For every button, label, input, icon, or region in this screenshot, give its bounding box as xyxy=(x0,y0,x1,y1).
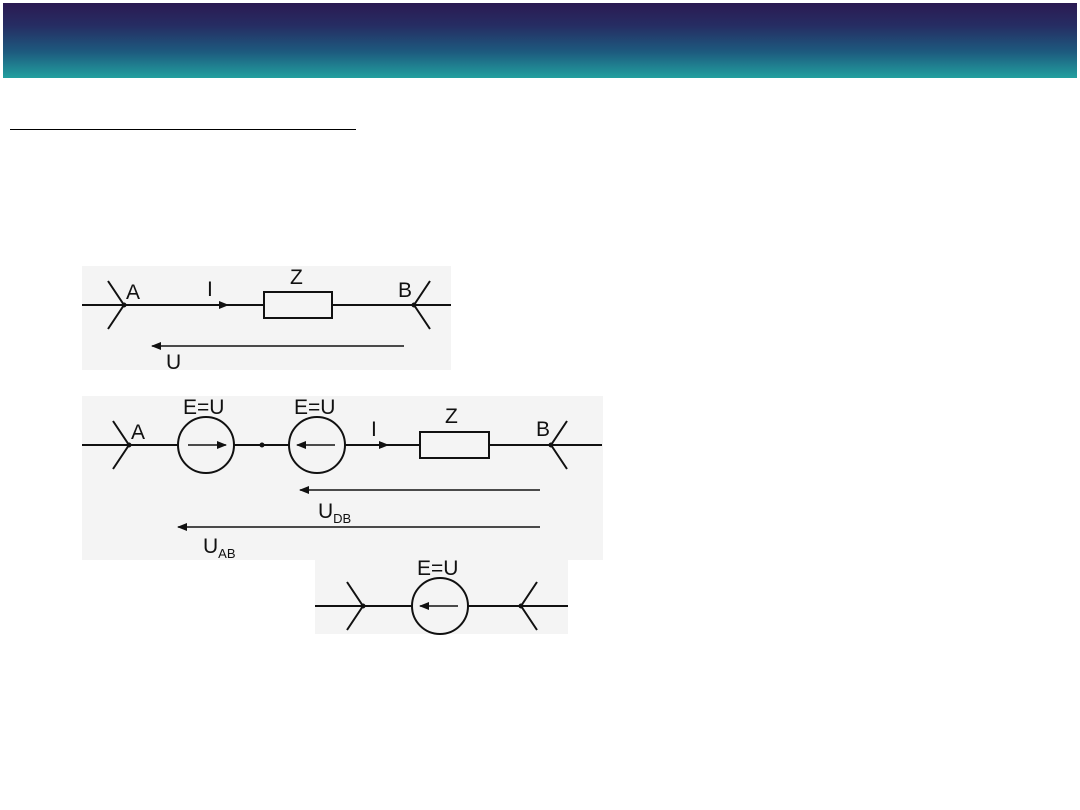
node-b-dot-2 xyxy=(548,442,554,448)
diagram-1 xyxy=(82,280,451,350)
right-fork-3 xyxy=(520,581,568,631)
voltage-db-symbol: U xyxy=(318,500,333,523)
diagram-2-background xyxy=(82,396,603,560)
diagram-3 xyxy=(315,577,568,635)
voltage-ab-subscript: AB xyxy=(218,546,235,561)
source-2-label: E=U xyxy=(294,396,335,419)
mid-node-dot-2 xyxy=(259,442,265,448)
node-a-fork-2 xyxy=(82,420,130,470)
node-b-dot-1 xyxy=(411,302,417,308)
node-a-label-1: A xyxy=(126,281,140,304)
voltage-db-label: UDB xyxy=(318,500,351,526)
title-underline xyxy=(10,129,356,130)
current-label-1: I xyxy=(207,278,213,301)
voltage-ab-symbol: U xyxy=(203,535,218,558)
node-a-fork-1 xyxy=(82,280,125,330)
current-label-2: I xyxy=(371,418,377,441)
voltage-label-1: U xyxy=(166,351,181,374)
impedance-box-1 xyxy=(263,291,333,319)
right-node-dot-3 xyxy=(518,603,524,609)
source-3-label: E=U xyxy=(417,557,458,580)
node-b-label-1: B xyxy=(398,279,412,302)
impedance-label-2: Z xyxy=(445,405,458,428)
node-b-fork-1 xyxy=(413,280,451,330)
left-fork-3 xyxy=(315,581,364,631)
voltage-db-subscript: DB xyxy=(333,511,351,526)
node-b-label-2: B xyxy=(536,418,550,441)
impedance-label-1: Z xyxy=(290,266,303,289)
impedance-box-2 xyxy=(419,431,490,459)
node-b-fork-2 xyxy=(550,420,602,470)
node-a-label-2: A xyxy=(131,421,145,444)
voltage-ab-label: UAB xyxy=(203,535,236,561)
header-band xyxy=(3,3,1077,78)
source-1-label: E=U xyxy=(183,396,224,419)
diagram-2 xyxy=(82,416,602,531)
